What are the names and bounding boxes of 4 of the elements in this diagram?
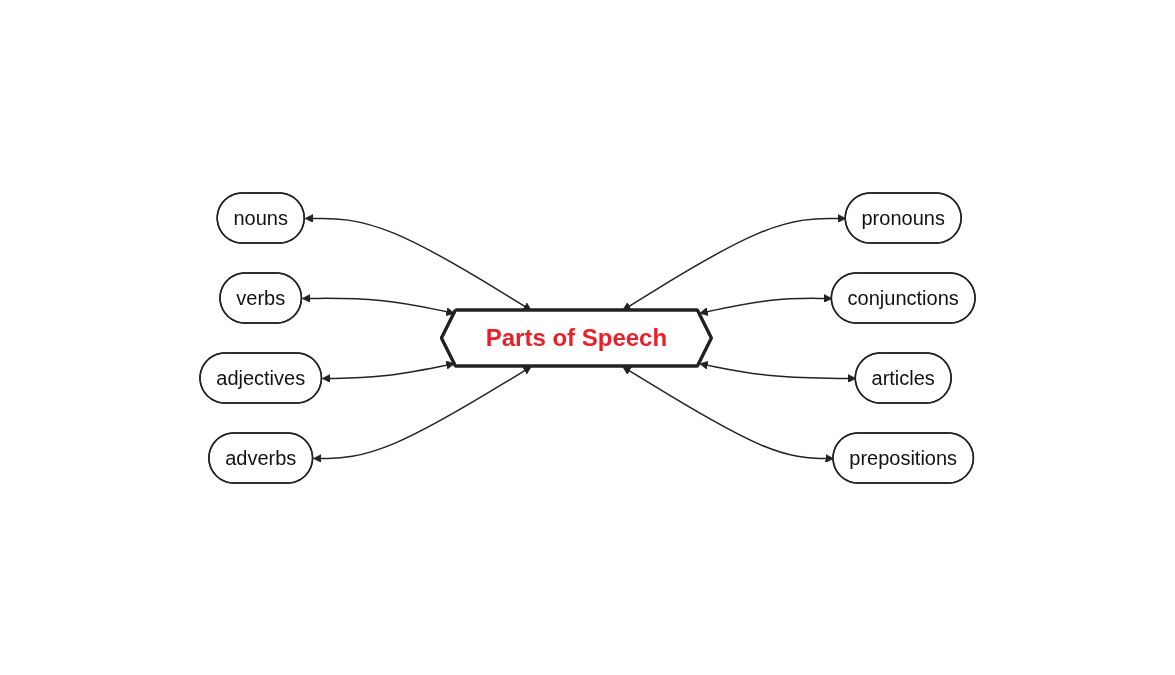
arrow (301, 293, 455, 316)
arrow (321, 360, 455, 383)
arrow (622, 365, 834, 463)
arrow (313, 365, 532, 463)
